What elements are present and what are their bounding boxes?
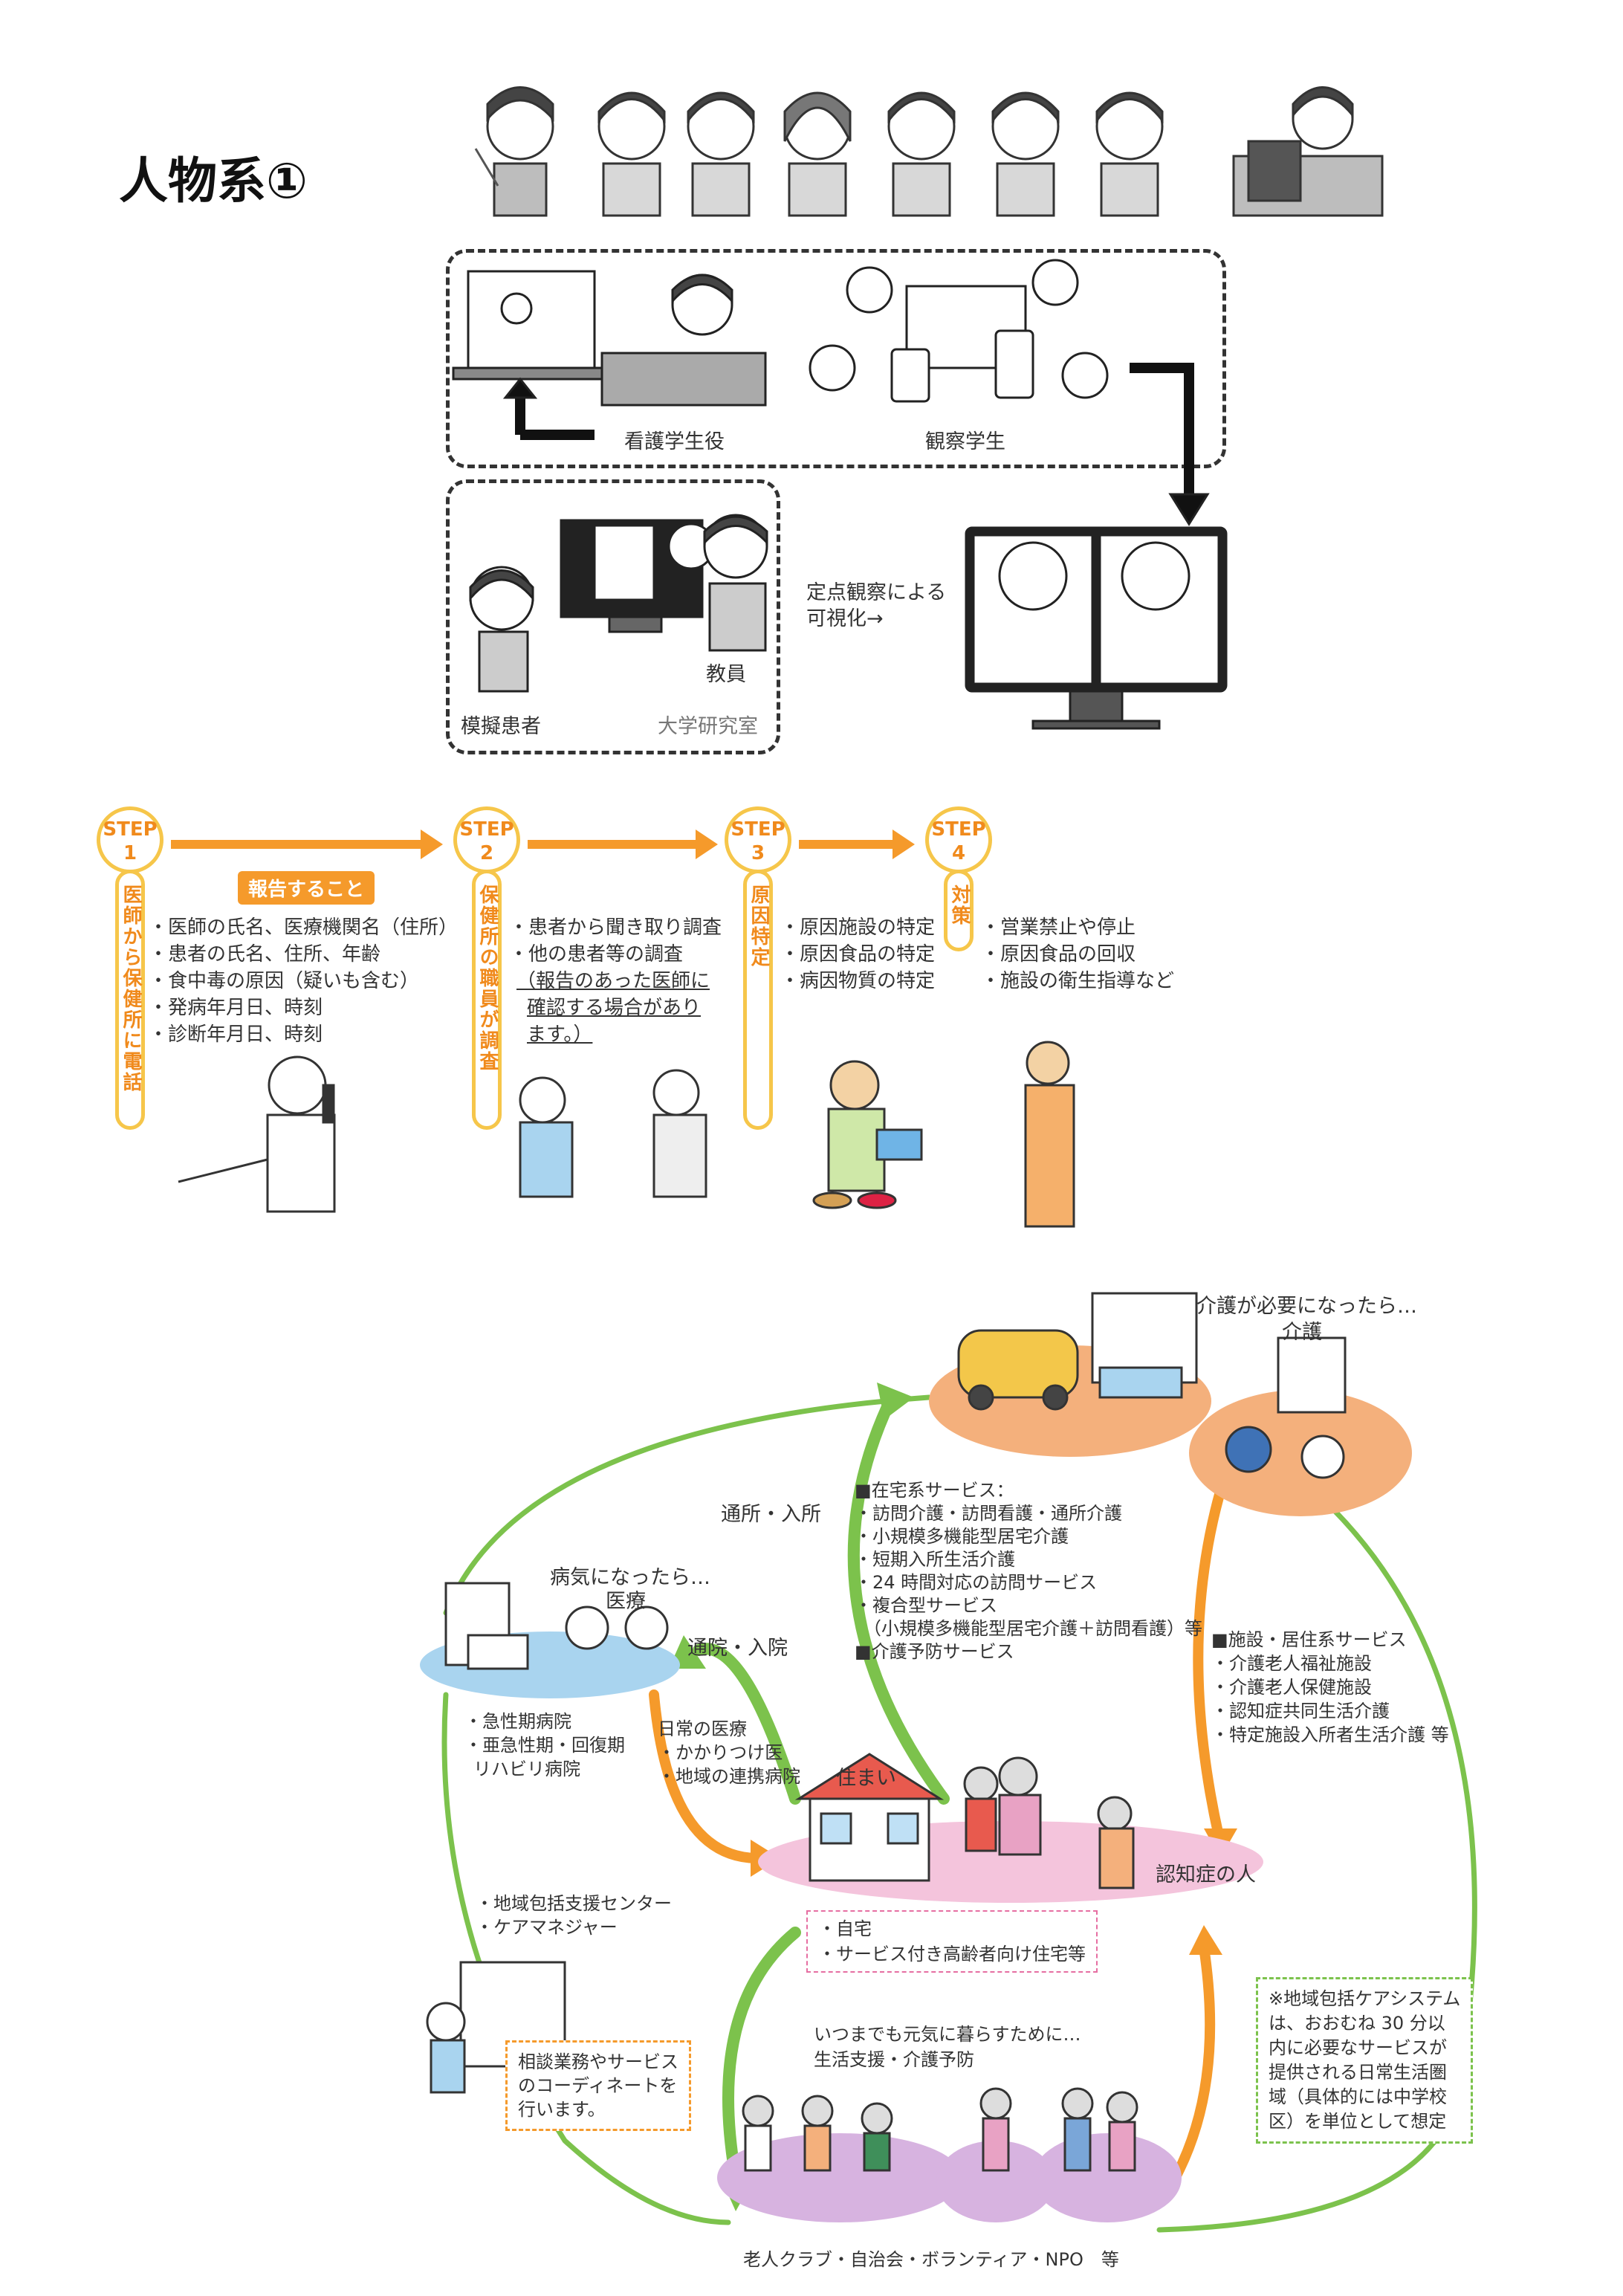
page-title: 人物系①: [119, 152, 308, 210]
step4-capsule: [944, 870, 974, 951]
kaigo-heading: 介護が必要になったら…: [1196, 1295, 1417, 1318]
tsusho-label: 通所・入所: [721, 1503, 821, 1526]
community-label: 老人クラブ・自治会・ボランティア・NPO 等: [743, 2249, 1119, 2270]
step1-arrow: [171, 830, 443, 859]
step2-list: ・患者から聞き取り調査・他の患者等の調査 （報告のあった医師に 確認する場合があ…: [509, 916, 722, 1046]
iryo-label: 医療: [606, 1590, 646, 1613]
iryo-heading: 病気になったら…: [550, 1566, 710, 1589]
area-note-box: ※地域包括ケアシステムは、おおむね 30 分以内に必要なサービスが 提供される日…: [1256, 1977, 1474, 2144]
home-list-box: ・自宅・サービス付き高齢者向け住宅等: [806, 1910, 1098, 1973]
support-center-list: ・地域包括支援センター・ケアマネジャー: [476, 1893, 672, 1938]
step4-list: ・営業禁止や停止・原因食品の回収・施設の衛生指導など: [981, 916, 1175, 992]
nursing-student-label: 看護学生役: [624, 430, 725, 453]
teacher-label: 教員: [706, 663, 746, 686]
online-practice-box: [446, 249, 1226, 468]
fixed-point-label-1: 定点観察による: [806, 581, 947, 604]
zaitaku-service-list: ■在宅系サービス：・訪問介護・訪問看護・通所介護・小規模多機能型居宅介護 ・短期…: [855, 1480, 1202, 1662]
step2-arrow: [528, 830, 718, 859]
step4-vertical-text: 対策: [948, 885, 971, 926]
step1-list: ・医師の氏名、医療機関名（住所）・患者の氏名、住所、年齢・食中毒の原因（疑いも含…: [149, 916, 459, 1046]
step1-vertical-text: 医師から保健所に電話: [120, 885, 142, 1093]
step2-vertical-text: 保健所の職員が調査: [476, 885, 499, 1072]
hospital-list: ・急性期病院・亜急性期・回復期 リハビリ病院: [464, 1711, 625, 1779]
fixed-point-label-2: 可視化→: [806, 607, 884, 630]
tsuin-label: 通院・入院: [687, 1637, 788, 1660]
step3-vertical-text: 原因特定: [748, 885, 770, 968]
step2-capsule: [472, 870, 502, 1130]
step3-capsule: [743, 870, 773, 1130]
lab-box: [446, 479, 780, 754]
sumai-label: 住まい: [836, 1767, 896, 1790]
consult-box: 相談業務やサービスのコーディネートを行います。: [505, 2040, 691, 2131]
observer-student-label: 観察学生: [925, 430, 1005, 453]
community-ellipse-3: [1033, 2133, 1182, 2222]
university-lab-label: 大学研究室: [658, 715, 758, 738]
simulated-patient-label: 模擬患者: [461, 715, 541, 738]
shisetsu-service-list: ■施設・居住系サービス・介護老人福祉施設・介護老人保健施設 ・認知症共同生活介護…: [1211, 1629, 1449, 1745]
report-tag: 報告すること: [238, 871, 375, 905]
kaigo-label: 介護: [1282, 1321, 1322, 1344]
step3-arrow: [799, 830, 915, 859]
lifelong-list: いつまでも元気に暮らすために…生活支援・介護予防: [814, 2024, 1081, 2070]
step-illustrations: [178, 1041, 1075, 1228]
step3-list: ・原因施設の特定・原因食品の特定・病因物質の特定: [780, 916, 936, 992]
person-row-illustrations: [474, 86, 1384, 217]
teacher-figure: [474, 86, 554, 217]
ninchisho-label: 認知症の人: [1156, 1863, 1256, 1886]
step1-capsule: [115, 870, 145, 1130]
section1-illustrations: [452, 259, 1228, 730]
daily-care-list: 日常の医療・かかりつけ医・地域の連携病院: [658, 1718, 800, 1787]
